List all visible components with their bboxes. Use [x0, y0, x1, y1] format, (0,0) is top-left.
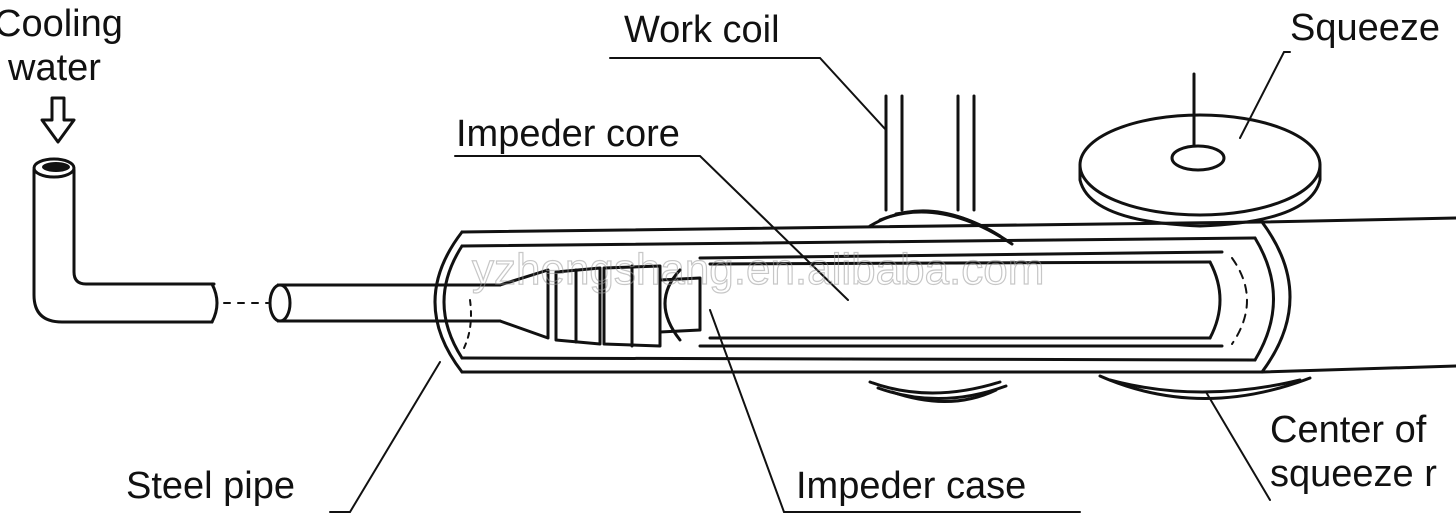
label-work-coil: Work coil: [624, 9, 780, 51]
steel-pipe-body: [433, 216, 1456, 374]
hex-nut: [554, 264, 702, 348]
label-impeder-core: Impeder core: [456, 113, 680, 155]
squeeze-roll-top: [1078, 72, 1322, 228]
label-squeeze-roll: Squeeze: [1290, 7, 1440, 49]
leader-lines: [329, 51, 1291, 513]
watermark: yzhengshang.en.alibaba.com: [472, 245, 1044, 294]
impeder-case: [663, 250, 1248, 348]
squeeze-roll-bottom: [1098, 374, 1312, 400]
label-cooling-water-2: water: [7, 47, 101, 89]
label-impeder-case: Impeder case: [796, 465, 1026, 507]
down-arrow-icon: [40, 96, 76, 144]
work-coil: [868, 94, 1014, 404]
label-center-of-squeeze-2: squeeze r: [1270, 453, 1437, 495]
cooling-pipe: [32, 157, 280, 324]
label-center-of-squeeze: Center of: [1270, 409, 1427, 451]
inner-pipe: [268, 268, 550, 340]
label-cooling-water: Cooling: [0, 3, 123, 45]
label-steel-pipe: Steel pipe: [126, 465, 295, 507]
